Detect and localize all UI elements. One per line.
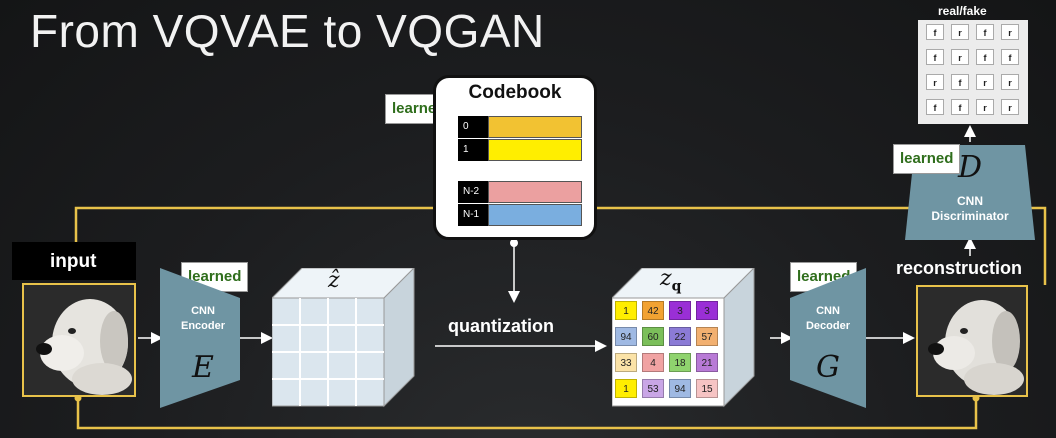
reconstruction-dog-image	[916, 285, 1028, 397]
real-fake-cell: f	[926, 49, 944, 65]
decoder-label-line1: CNN	[816, 305, 840, 317]
zq-cell: 3	[696, 301, 718, 320]
real-fake-cell: r	[976, 99, 994, 115]
codebook-index: N-1	[458, 204, 488, 226]
decoder-symbol: G	[816, 350, 840, 385]
zq-cell: 94	[669, 379, 691, 398]
encoder-symbol: E	[192, 350, 214, 385]
quantization-label: quantization	[448, 316, 554, 336]
input-label: input	[50, 251, 97, 272]
input-dog-image	[22, 283, 136, 397]
codebook-index: N-2	[458, 181, 488, 203]
real-fake-cell: f	[976, 24, 994, 40]
codebook-panel: Codebook 0 1 N-2 N-1	[433, 75, 597, 240]
discriminator-label-line2: Discriminator	[931, 209, 1009, 223]
codebook-index: 0	[458, 116, 488, 138]
real-fake-cell: r	[976, 74, 994, 90]
codebook-vector	[488, 116, 582, 138]
zq-cell: 57	[696, 327, 718, 346]
encoder-label: CNN Encoder	[168, 304, 238, 334]
zq-cell: 3	[669, 301, 691, 320]
discriminator-label: CNN Discriminator	[920, 194, 1020, 224]
discriminator-symbol: D	[957, 150, 983, 185]
decoder-label-line2: Decoder	[805, 320, 851, 332]
zq-cell: 42	[642, 301, 664, 320]
zq-cell: 21	[696, 353, 718, 372]
real-fake-cell: f	[951, 99, 969, 115]
decoder-label: CNN Decoder	[793, 304, 863, 334]
codebook-row-n2: N-2	[458, 181, 582, 203]
zq-cell: 33	[615, 353, 637, 372]
zq-cell: 18	[669, 353, 691, 372]
discriminator-label-line1: CNN	[957, 194, 983, 208]
encoder-trapezoid	[160, 268, 240, 408]
real-fake-title: real/fake	[938, 4, 987, 18]
zq-label-subscript: q	[671, 278, 682, 295]
encoder-label-line2: Encoder	[180, 320, 225, 332]
zq-label-main: z	[660, 266, 672, 291]
codebook-row-1: 1	[458, 139, 582, 161]
real-fake-cell: r	[926, 74, 944, 90]
real-fake-cell: f	[976, 49, 994, 65]
codebook-vector	[488, 204, 582, 226]
zq-cell: 22	[669, 327, 691, 346]
codebook-index: 1	[458, 139, 488, 161]
codebook-vector	[488, 181, 582, 203]
zq-cell: 60	[642, 327, 664, 346]
zq-label: zq	[660, 266, 681, 294]
real-fake-cell: r	[951, 24, 969, 40]
zq-cell: 94	[615, 327, 637, 346]
decoder-trapezoid	[790, 268, 866, 408]
real-fake-cell: r	[1001, 24, 1019, 40]
encoder-label-line1: CNN	[191, 305, 215, 317]
real-fake-cell: r	[1001, 74, 1019, 90]
codebook-row-n1: N-1	[458, 204, 582, 226]
real-fake-cell: r	[1001, 99, 1019, 115]
real-fake-cell: f	[951, 74, 969, 90]
zq-cell: 1	[615, 379, 637, 398]
codebook-vector	[488, 139, 582, 161]
reconstruction-label: reconstruction	[896, 258, 1023, 278]
bottom-feedback-line	[76, 398, 978, 430]
zq-cell: 15	[696, 379, 718, 398]
real-fake-cell: r	[951, 49, 969, 65]
zq-cell: 4	[642, 353, 664, 372]
zq-cell: 1	[615, 301, 637, 320]
z-hat-label: ẑ	[328, 268, 340, 293]
real-fake-cell: f	[926, 24, 944, 40]
input-label-box	[12, 242, 136, 280]
discriminator-learned-tag: learned	[893, 144, 961, 174]
codebook-row-0: 0	[458, 116, 582, 138]
slide-title: From VQVAE to VQGAN	[30, 5, 545, 57]
top-feedback-line-right	[1030, 206, 1047, 285]
zq-cell: 53	[642, 379, 664, 398]
real-fake-cell: f	[926, 99, 944, 115]
z-hat-cube	[272, 268, 415, 408]
real-fake-cell: f	[1001, 49, 1019, 65]
codebook-title: Codebook	[468, 82, 562, 103]
